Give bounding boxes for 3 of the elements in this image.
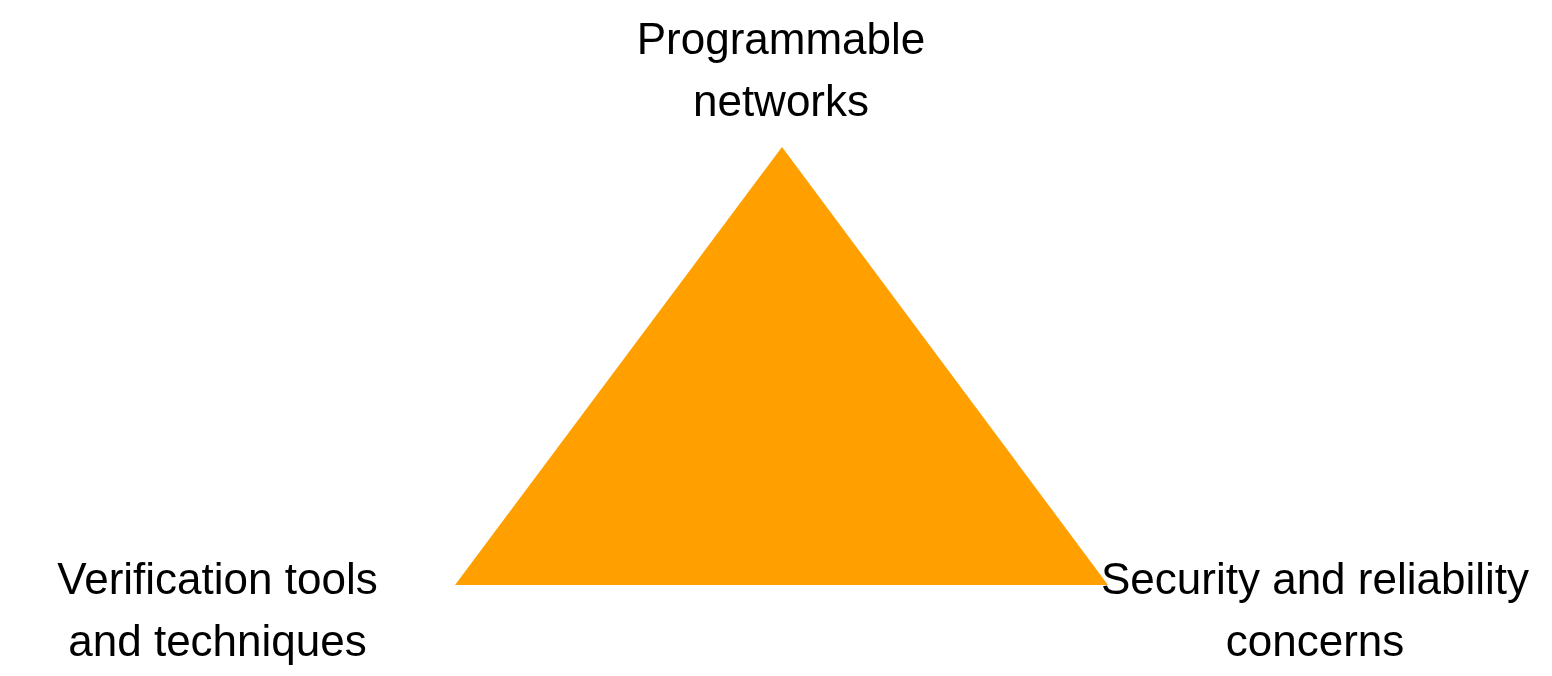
corner-label: Security and reliability concerns xyxy=(1100,553,1530,667)
corner-label: Verification tools and techniques xyxy=(56,553,379,667)
corner-label: Programmable networks xyxy=(635,13,927,127)
